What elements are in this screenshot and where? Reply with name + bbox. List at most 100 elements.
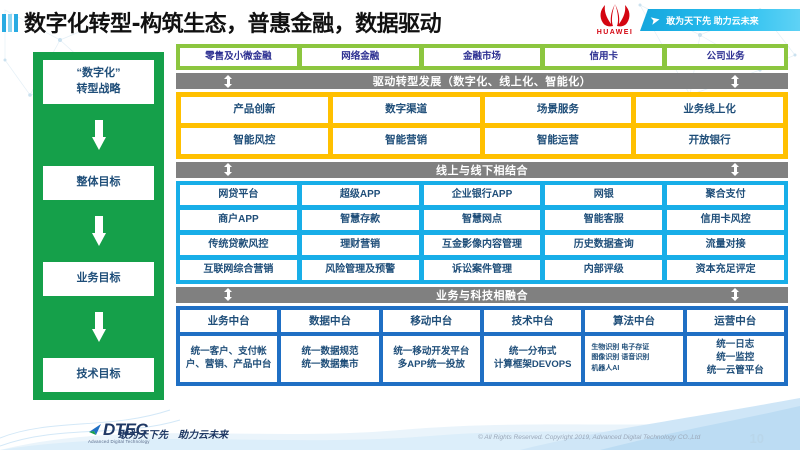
divider-drive-transformation: 驱动转型发展（数字化、线上化、智能化）	[176, 73, 788, 90]
capability-merchant-app[interactable]: 商户APP	[180, 209, 297, 230]
dtec-arrow-icon	[89, 423, 101, 435]
slide-header: 数字化转型-构筑生态，普惠金融，数据驱动 HUAWEI ➤ 敢为天下先 助力云未…	[0, 0, 800, 42]
capabilities-band: 网贷平台 超级APP 企业银行APP 网银 聚合支付 商户APP 智慧存款 智慧…	[176, 180, 788, 284]
sidebar-item-label: 整体目标	[76, 175, 121, 188]
divider-online-offline: 线上与线下相结合	[176, 161, 788, 178]
capability-internal-rating[interactable]: 内部评级	[545, 259, 663, 280]
platform-title: 数据中台	[281, 309, 379, 332]
sidebar-item-label: 技术目标	[76, 368, 121, 381]
capability-online-bank[interactable]: 网银	[545, 184, 663, 205]
goal-smart-operation[interactable]: 智能运营	[484, 127, 632, 154]
sidebar-item-business-goal[interactable]: 业务目标	[43, 262, 154, 296]
flow-arrow-1	[91, 104, 106, 166]
page-title: 数字化转型-构筑生态，普惠金融，数据驱动	[24, 12, 442, 37]
content-stack: 零售及小微金融 网络金融 金融市场 信用卡 公司业务 驱动转型发展（数字化、线上…	[176, 44, 788, 386]
platform-description: 统一分布式 计算框架DEVOPS	[483, 335, 582, 382]
capability-wealth-marketing[interactable]: 理财营销	[301, 234, 419, 255]
capability-smart-deposit[interactable]: 智慧存款	[301, 209, 419, 230]
divider-label: 驱动转型发展（数字化、线上化、智能化）	[372, 76, 592, 89]
capability-row: 网贷平台 超级APP 企业银行APP 网银 聚合支付	[180, 184, 784, 205]
business-line-financial-market[interactable]: 金融市场	[423, 48, 541, 67]
dtec-tagline: Advanced Digital Technology	[88, 439, 150, 444]
capability-row: 传统贷款风控 理财营销 互金影像内容管理 历史数据查询 流量对接	[180, 234, 784, 255]
platform-operation[interactable]: 运营中台 统一日志 统一监控 统一云管平台	[686, 309, 784, 382]
platform-description: 统一数据规范 统一数据集市	[281, 335, 379, 382]
goal-digital-channel[interactable]: 数字渠道	[332, 97, 480, 123]
huawei-wordmark: HUAWEI	[596, 29, 634, 36]
strategy-sidebar: “数字化” 转型战略 整体目标 业务目标 技术目标	[33, 52, 164, 400]
goals-row-1: 产品创新 数字渠道 场景服务 业务线上化	[181, 97, 783, 123]
goal-scenario-service[interactable]: 场景服务	[484, 97, 632, 123]
capability-historical-data-query[interactable]: 历史数据查询	[545, 234, 663, 255]
middle-platforms-band: 业务中台 统一客户、支付帐户、营销、产品中台 数据中台 统一数据规范 统一数据集…	[176, 305, 788, 386]
dtec-wordmark: DTEC	[103, 420, 148, 439]
platform-technology[interactable]: 技术中台 统一分布式 计算框架DEVOPS	[483, 309, 582, 382]
sidebar-item-label: “数字化” 转型战略	[76, 67, 121, 95]
divider-label: 线上与线下相结合	[436, 164, 528, 177]
capability-credit-card-risk[interactable]: 信用卡风控	[667, 209, 784, 230]
platform-business[interactable]: 业务中台 统一客户、支付帐户、营销、产品中台	[180, 309, 278, 382]
business-lines-band: 零售及小微金融 网络金融 金融市场 信用卡 公司业务	[176, 44, 788, 71]
goal-smart-risk-control[interactable]: 智能风控	[181, 127, 328, 154]
flow-arrow-2	[91, 200, 106, 262]
double-arrow-icon	[731, 288, 740, 302]
platform-title: 技术中台	[483, 309, 582, 332]
business-line-retail[interactable]: 零售及小微金融	[180, 48, 297, 67]
business-line-corporate[interactable]: 公司业务	[667, 48, 784, 67]
platform-data[interactable]: 数据中台 统一数据规范 统一数据集市	[281, 309, 379, 382]
double-arrow-icon	[224, 163, 233, 177]
capability-aggregate-payment[interactable]: 聚合支付	[667, 184, 784, 205]
double-arrow-icon	[731, 163, 740, 177]
header-slogan-text: 敢为天下先 助力云未来	[666, 15, 759, 26]
goal-product-innovation[interactable]: 产品创新	[181, 97, 328, 123]
platform-title: 运营中台	[686, 309, 784, 332]
capability-traditional-loan-risk[interactable]: 传统贷款风控	[180, 234, 297, 255]
double-arrow-icon	[224, 288, 233, 302]
capability-row: 商户APP 智慧存款 智慧网点 智能客服 信用卡风控	[180, 209, 784, 230]
platform-title: 算法中台	[585, 309, 683, 332]
platform-description: 生物识别 电子存证 图像识别 语音识别 机器人AI	[585, 335, 683, 382]
platform-algorithm[interactable]: 算法中台 生物识别 电子存证 图像识别 语音识别 机器人AI	[585, 309, 683, 382]
divider-business-tech-fusion: 业务与科技相融合	[176, 286, 788, 303]
business-line-credit-card[interactable]: 信用卡	[545, 48, 663, 67]
double-arrow-icon	[731, 74, 740, 88]
flow-arrow-3	[91, 296, 106, 358]
goals-row-2: 智能风控 智能营销 智能运营 开放银行	[181, 127, 783, 154]
platform-mobile[interactable]: 移动中台 统一移动开发平台 多APP统一投放	[382, 309, 480, 382]
goal-open-banking[interactable]: 开放银行	[636, 127, 783, 154]
capability-litigation-mgmt[interactable]: 诉讼案件管理	[423, 259, 541, 280]
platform-columns: 业务中台 统一客户、支付帐户、营销、产品中台 数据中台 统一数据规范 统一数据集…	[180, 309, 784, 382]
capability-smart-branch[interactable]: 智慧网点	[423, 209, 541, 230]
capability-online-lending[interactable]: 网贷平台	[180, 184, 297, 205]
title-accent-bars	[2, 14, 18, 32]
capability-image-content-mgmt[interactable]: 互金影像内容管理	[423, 234, 541, 255]
page-number: 10	[749, 431, 764, 446]
slide-footer: DTEC Advanced Digital Technology 敢为天下先 助…	[0, 398, 800, 450]
sidebar-item-strategy[interactable]: “数字化” 转型战略	[43, 60, 154, 104]
business-lines-row: 零售及小微金融 网络金融 金融市场 信用卡 公司业务	[180, 48, 784, 67]
platform-description: 统一客户、支付帐户、营销、产品中台	[180, 335, 278, 382]
capability-corporate-bank-app[interactable]: 企业银行APP	[423, 184, 541, 205]
capability-capital-adequacy[interactable]: 资本充足评定	[667, 259, 784, 280]
capability-internet-marketing[interactable]: 互联网综合营销	[180, 259, 297, 280]
double-arrow-icon	[224, 74, 233, 88]
platform-description: 统一移动开发平台 多APP统一投放	[382, 335, 480, 382]
paper-plane-icon: ➤	[648, 12, 662, 28]
capability-risk-mgmt-warning[interactable]: 风险管理及预警	[301, 259, 419, 280]
copyright-text: © All Rights Reserved. Copyright 2019, A…	[478, 434, 701, 441]
sidebar-item-overall-goal[interactable]: 整体目标	[43, 165, 154, 200]
goal-business-online[interactable]: 业务线上化	[636, 97, 783, 123]
business-line-internet-finance[interactable]: 网络金融	[301, 48, 419, 67]
huawei-flower-icon	[600, 4, 630, 27]
platform-title: 业务中台	[180, 309, 278, 332]
sidebar-item-tech-goal[interactable]: 技术目标	[43, 358, 154, 393]
goal-smart-marketing[interactable]: 智能营销	[332, 127, 480, 154]
capability-traffic-integration[interactable]: 流量对接	[667, 234, 784, 255]
platform-title: 移动中台	[382, 309, 480, 332]
capability-smart-service[interactable]: 智能客服	[545, 209, 663, 230]
transformation-goals-band: 产品创新 数字渠道 场景服务 业务线上化 智能风控 智能营销 智能运营 开放银行	[176, 92, 788, 159]
capability-super-app[interactable]: 超级APP	[301, 184, 419, 205]
footer-slogan: 敢为天下先 助力云未来	[118, 430, 228, 441]
divider-label: 业务与科技相融合	[436, 289, 528, 302]
